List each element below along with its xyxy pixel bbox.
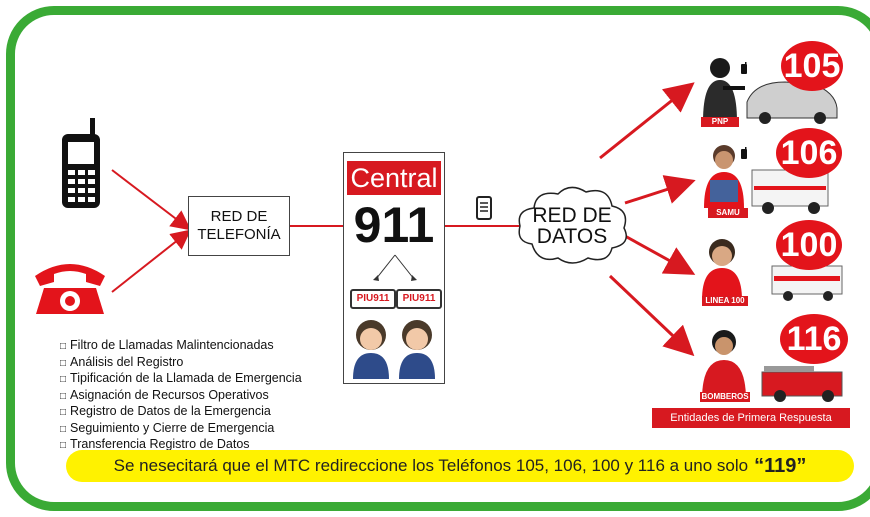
cloud-shape (518, 186, 627, 264)
arrow-to-pnp (599, 82, 695, 160)
phone-small-icon-1 (741, 62, 747, 74)
functions-list: Filtro de Llamadas Malintencionadas Anál… (60, 338, 302, 454)
bomberos-image (702, 330, 843, 402)
arrow-to-bomberos (608, 274, 695, 357)
list-item: Filtro de Llamadas Malintencionadas (60, 338, 302, 355)
operators-icon (353, 320, 435, 379)
entity-number-105: 105 (781, 41, 843, 91)
station-label-right: PIU911 (396, 289, 442, 309)
data-network-label: RED DE DATOS (522, 205, 622, 247)
entity-number-100: 100 (776, 220, 842, 270)
banner-highlight: “119” (754, 454, 807, 477)
arrow-to-samu (624, 175, 696, 205)
data-network-line2: DATOS (536, 225, 608, 248)
pnp-image (703, 58, 838, 124)
list-item: Análisis del Registro (60, 355, 302, 372)
entity-number-106: 106 (776, 128, 842, 178)
station-label-left: PIU911 (350, 289, 396, 309)
phone-network-box: RED DE TELEFONÍA (188, 196, 290, 256)
outer-frame (6, 6, 870, 511)
central-number: 911 (353, 197, 435, 253)
tablet-icon (476, 196, 492, 220)
entity-label-samu: SAMU (708, 208, 748, 218)
entity-number-116: 116 (780, 314, 848, 364)
entity-label-bomberos: BOMBEROS (700, 392, 750, 402)
entities-caption: Entidades de Primera Respuesta (652, 408, 850, 428)
list-item: Asignación de Recursos Operativos (60, 388, 302, 405)
arrow-landline-to-network (111, 229, 192, 293)
split-arrows (373, 254, 417, 281)
samu-image (704, 145, 829, 214)
arrow-to-linea100 (624, 234, 696, 275)
list-item: Tipificación de la Llamada de Emergencia (60, 371, 302, 388)
landline-phone-icon (35, 264, 105, 314)
banner-text: Se nesecitará que el MTC redireccione lo… (113, 456, 749, 475)
central-title: Central (347, 161, 441, 195)
list-item: Transferencia Registro de Datos (60, 437, 302, 454)
entity-label-pnp: PNP (701, 117, 739, 127)
phone-small-icon-2 (741, 147, 747, 159)
data-network-line1: RED DE (532, 204, 612, 227)
central-911-panel: Central 911 PIU911 PIU911 (343, 152, 445, 384)
arrow-mobile-to-network (111, 169, 192, 231)
entity-label-linea100: LINEA 100 (702, 296, 748, 306)
mobile-phone-icon (62, 118, 100, 208)
list-item: Seguimiento y Cierre de Emergencia (60, 421, 302, 438)
linea100-image (702, 239, 843, 301)
bottom-banner: Se nesecitará que el MTC redireccione lo… (66, 450, 854, 482)
phone-network-line1: RED DE (210, 208, 268, 225)
list-item: Registro de Datos de la Emergencia (60, 404, 302, 421)
phone-network-line2: TELEFONÍA (197, 226, 281, 243)
